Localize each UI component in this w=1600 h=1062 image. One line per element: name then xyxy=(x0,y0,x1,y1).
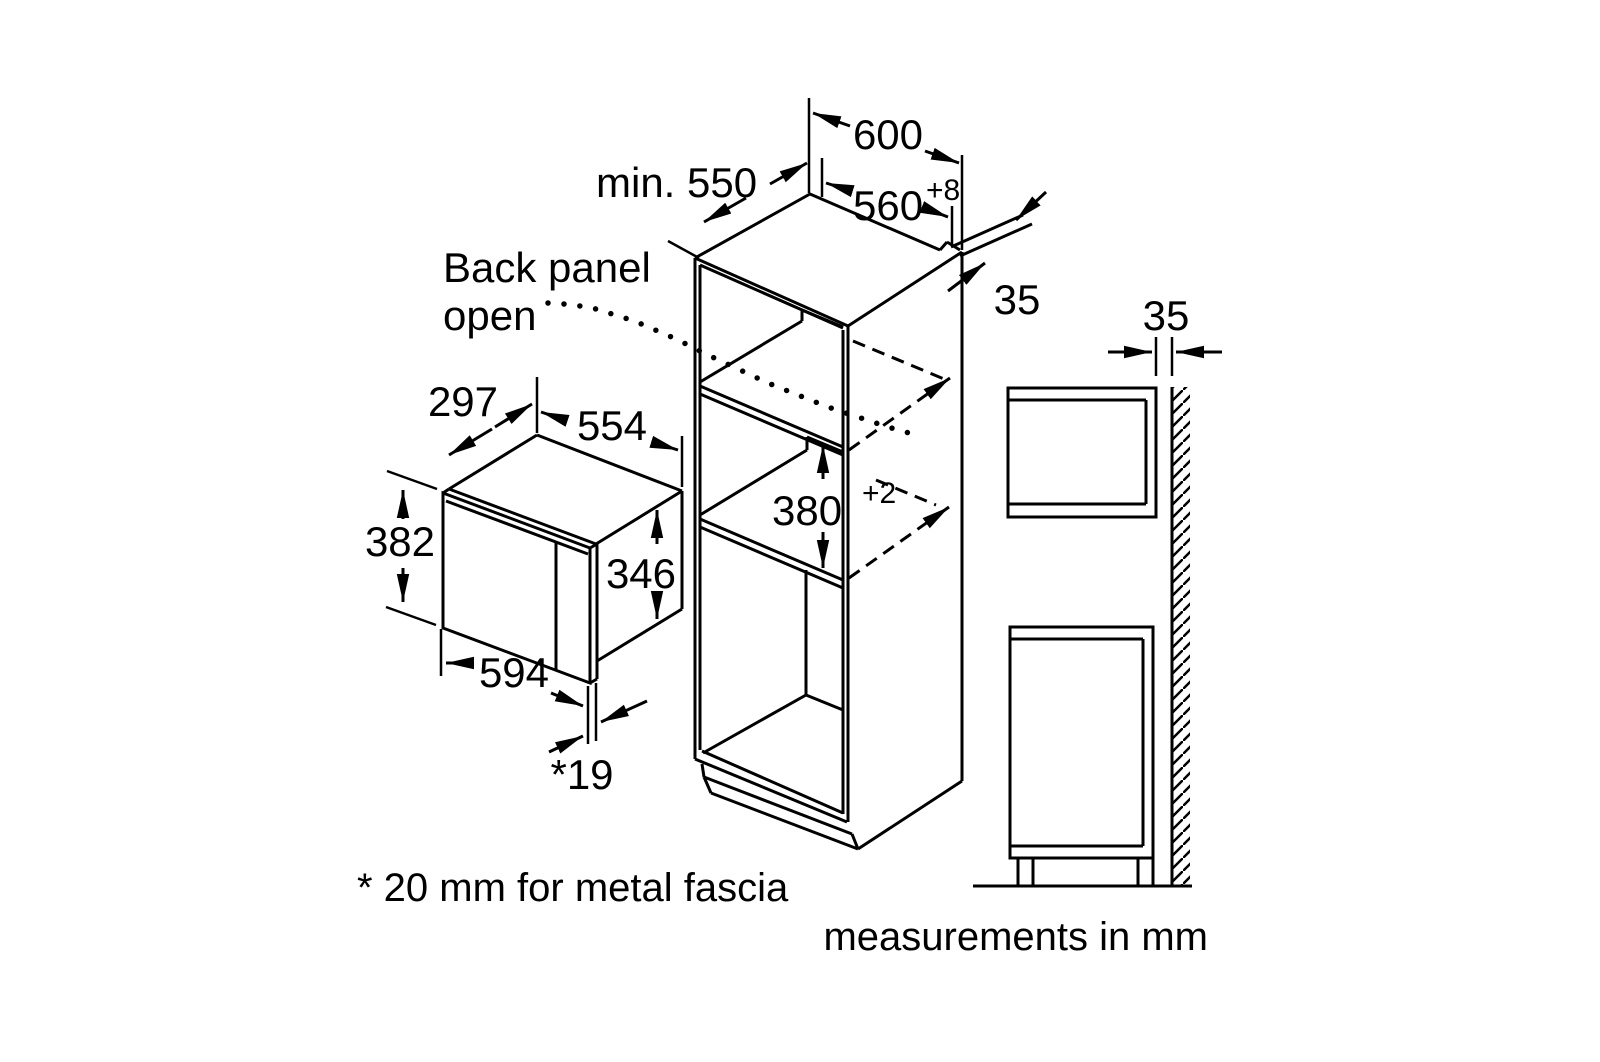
dim-label-35-wall: 35 xyxy=(1143,292,1190,339)
footnote-metal-fascia: * 20 mm for metal fascia xyxy=(357,866,789,910)
callout-dotted-leader xyxy=(545,300,919,438)
dim-niche-width: 560 +8 xyxy=(820,158,960,246)
dim-label-600: 600 xyxy=(853,111,923,158)
dim-label-297: 297 xyxy=(428,378,498,425)
dim-label-19: *19 xyxy=(550,751,613,798)
dim-label-380-tol: +2 xyxy=(862,477,896,510)
dim-label-380: 380 xyxy=(772,487,842,534)
dimension-annotations: 600 min. 550 560 +8 35 xyxy=(365,98,1222,798)
dim-label-560-tol: +8 xyxy=(926,174,960,207)
dim-label-554: 554 xyxy=(577,402,647,449)
dim-label-594: 594 xyxy=(479,649,549,696)
dim-min-depth: min. 550 xyxy=(596,159,808,260)
dim-body-height: 346 xyxy=(606,510,676,619)
dim-fascia-width: 594 xyxy=(439,629,584,708)
dim-label-382: 382 xyxy=(365,518,435,565)
dim-wall-gap: 35 xyxy=(1108,292,1222,376)
dim-label-min550: min. 550 xyxy=(596,159,757,206)
dim-label-35-back: 35 xyxy=(994,276,1041,323)
back-panel-callout: Back panel open xyxy=(443,244,919,438)
microwave-oven xyxy=(441,433,684,686)
cabinet-foot xyxy=(1016,856,1035,888)
cabinet-foot xyxy=(1136,856,1155,888)
dim-cabinet-width: 600 xyxy=(807,98,964,250)
callout-line2: open xyxy=(443,292,536,339)
dim-label-560: 560 xyxy=(853,182,923,229)
units-note: measurements in mm xyxy=(823,915,1208,959)
dim-back-gap: 35 xyxy=(947,190,1048,323)
callout-line1: Back panel xyxy=(443,244,651,291)
tall-cabinet xyxy=(693,192,964,851)
dim-fascia-depth: *19 xyxy=(548,683,648,798)
dim-niche-height: 380 +2 xyxy=(772,445,896,568)
wall-hatch xyxy=(1172,387,1190,886)
cabinet-side-view xyxy=(973,386,1192,888)
dim-fascia-height: 382 xyxy=(365,469,438,627)
dim-body-width: 554 xyxy=(540,402,684,487)
dim-label-346: 346 xyxy=(606,550,676,597)
dim-appliance-depth: 297 xyxy=(428,377,539,457)
